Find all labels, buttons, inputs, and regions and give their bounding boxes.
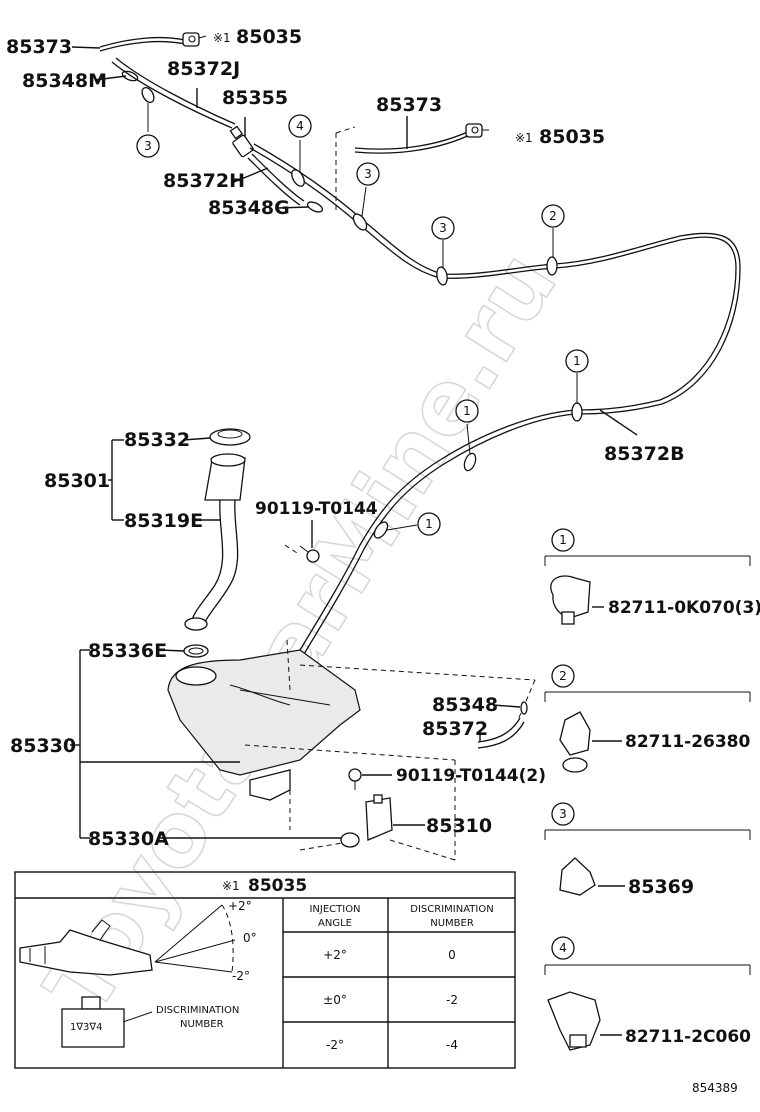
leader-lines bbox=[70, 46, 638, 839]
table-ref-mark: ※1 bbox=[222, 879, 240, 893]
header-discrimination-1: DISCRIMINATION bbox=[410, 904, 493, 915]
legend-item-3: 3 85369 bbox=[544, 802, 751, 898]
legend-part-3: 85369 bbox=[628, 876, 694, 898]
row-3-angle: -2° bbox=[326, 1038, 344, 1052]
angle-zero: 0° bbox=[243, 931, 257, 945]
legend-item-2: 2 82711-26380 bbox=[544, 664, 751, 773]
svg-text:4: 4 bbox=[559, 941, 567, 955]
washer-tank-assembly bbox=[167, 428, 536, 861]
svg-text:1: 1 bbox=[573, 354, 581, 368]
callout-1-a: 1 bbox=[565, 349, 589, 373]
tank-cap-icon bbox=[209, 428, 251, 446]
label-90119-t0144: 90119-T0144 bbox=[255, 499, 378, 519]
label-85373-mid: 85373 bbox=[376, 94, 442, 116]
svg-text:3: 3 bbox=[364, 167, 372, 181]
row-3-number: -4 bbox=[446, 1038, 458, 1052]
nozzle-side-view-icon bbox=[19, 919, 153, 976]
filler-inlet-icon bbox=[184, 453, 246, 631]
label-85372: 85372 bbox=[422, 718, 488, 740]
row-2-number: -2 bbox=[446, 993, 458, 1007]
legend-part-2: 82711-26380 bbox=[625, 732, 751, 752]
label-85336e: 85336E bbox=[88, 640, 167, 662]
nozzle-top-icon bbox=[182, 32, 207, 47]
label-85035-top: 85035 bbox=[236, 26, 302, 48]
row-2-angle: ±0° bbox=[323, 993, 347, 1007]
clip-82711-0k070-icon bbox=[550, 575, 591, 625]
header-injection-angle-1: INJECTION bbox=[309, 904, 360, 915]
legend-item-1: 1 82711-0K070(3) bbox=[544, 528, 760, 625]
label-85319e: 85319E bbox=[124, 510, 203, 532]
angle-plus2: +2° bbox=[228, 899, 252, 913]
disc-label-2: NUMBER bbox=[180, 1019, 224, 1030]
label-85348: 85348 bbox=[432, 694, 498, 716]
label-85332: 85332 bbox=[124, 429, 190, 451]
svg-text:1: 1 bbox=[463, 404, 471, 418]
svg-text:2: 2 bbox=[559, 669, 567, 683]
svg-text:1: 1 bbox=[425, 517, 433, 531]
header-injection-angle-2: ANGLE bbox=[318, 918, 352, 929]
svg-text:2: 2 bbox=[549, 209, 557, 223]
legend-part-4: 82711-2C060 bbox=[625, 1027, 751, 1047]
upper-hose-assembly bbox=[99, 32, 741, 415]
svg-text:3: 3 bbox=[144, 139, 152, 153]
label-85372j: 85372J bbox=[167, 58, 240, 80]
svg-text:4: 4 bbox=[296, 119, 304, 133]
callout-1-c: 1 bbox=[417, 512, 441, 536]
callout-2-a: 2 bbox=[541, 204, 565, 228]
callout-4-a: 4 bbox=[288, 114, 312, 138]
nozzle-mid-icon bbox=[465, 123, 489, 138]
ref-mark-top: ※1 bbox=[213, 31, 231, 45]
diagram-id: 854389 bbox=[692, 1081, 738, 1095]
bolt-upper-icon bbox=[299, 545, 320, 563]
label-85310: 85310 bbox=[426, 815, 492, 837]
callout-1-b: 1 bbox=[455, 399, 479, 423]
label-85373-top: 85373 bbox=[6, 36, 72, 58]
bolt-lower-icon bbox=[348, 768, 362, 790]
label-85035-mid: 85035 bbox=[539, 126, 605, 148]
seal-ring-icon bbox=[183, 644, 209, 658]
label-85355: 85355 bbox=[222, 87, 288, 109]
callout-circles: 3 4 3 3 2 1 1 1 bbox=[136, 114, 589, 536]
svg-text:3: 3 bbox=[559, 807, 567, 821]
label-85301: 85301 bbox=[44, 470, 110, 492]
legend-item-4: 4 82711-2C060 bbox=[544, 936, 751, 1051]
label-85372b: 85372B bbox=[604, 443, 685, 465]
callout-3-c: 3 bbox=[431, 216, 455, 240]
callout-3-a: 3 bbox=[136, 134, 160, 158]
ref-mark-mid: ※1 bbox=[515, 131, 533, 145]
label-85330a: 85330A bbox=[88, 828, 169, 850]
label-85348g: 85348G bbox=[208, 197, 290, 219]
clip-82711-2c060-icon bbox=[547, 991, 601, 1051]
row-1-number: 0 bbox=[448, 948, 456, 962]
table-title: 85035 bbox=[248, 876, 307, 896]
nozzle-mark: 1∇3∇4 bbox=[70, 1022, 102, 1033]
row-1-angle: +2° bbox=[323, 948, 347, 962]
joint-85355-icon bbox=[229, 125, 254, 158]
disc-label-1: DISCRIMINATION bbox=[156, 1005, 239, 1016]
label-85330: 85330 bbox=[10, 735, 76, 757]
header-discrimination-2: NUMBER bbox=[430, 918, 474, 929]
part-labels: 85373 ※1 85035 85348M 85372J 85355 85373… bbox=[6, 26, 685, 850]
washer-pump-icon bbox=[340, 794, 393, 848]
svg-text:3: 3 bbox=[439, 221, 447, 235]
label-85372h: 85372H bbox=[163, 170, 245, 192]
label-90119-t0144-2: 90119-T0144(2) bbox=[396, 766, 546, 786]
main-hose-85372b bbox=[299, 402, 583, 655]
svg-text:1: 1 bbox=[559, 533, 567, 547]
callout-3-b: 3 bbox=[356, 162, 380, 186]
watermark: ToyotaCarMine.ru bbox=[25, 235, 576, 1032]
angle-minus2: -2° bbox=[232, 969, 250, 983]
clip-85369-icon bbox=[559, 857, 596, 896]
label-85348m: 85348M bbox=[22, 70, 107, 92]
small-hose-85372 bbox=[477, 701, 528, 749]
legend-part-1: 82711-0K070(3) bbox=[608, 598, 760, 618]
clip-legend: 1 82711-0K070(3) 2 82711-26380 bbox=[544, 528, 760, 1051]
nozzle-top-view-icon: 1∇3∇4 bbox=[61, 996, 125, 1048]
nozzle-angle-table: ※1 85035 INJECTION ANGLE DISCRIMINATION … bbox=[14, 871, 516, 1069]
clip-82711-26380-icon bbox=[559, 711, 591, 773]
